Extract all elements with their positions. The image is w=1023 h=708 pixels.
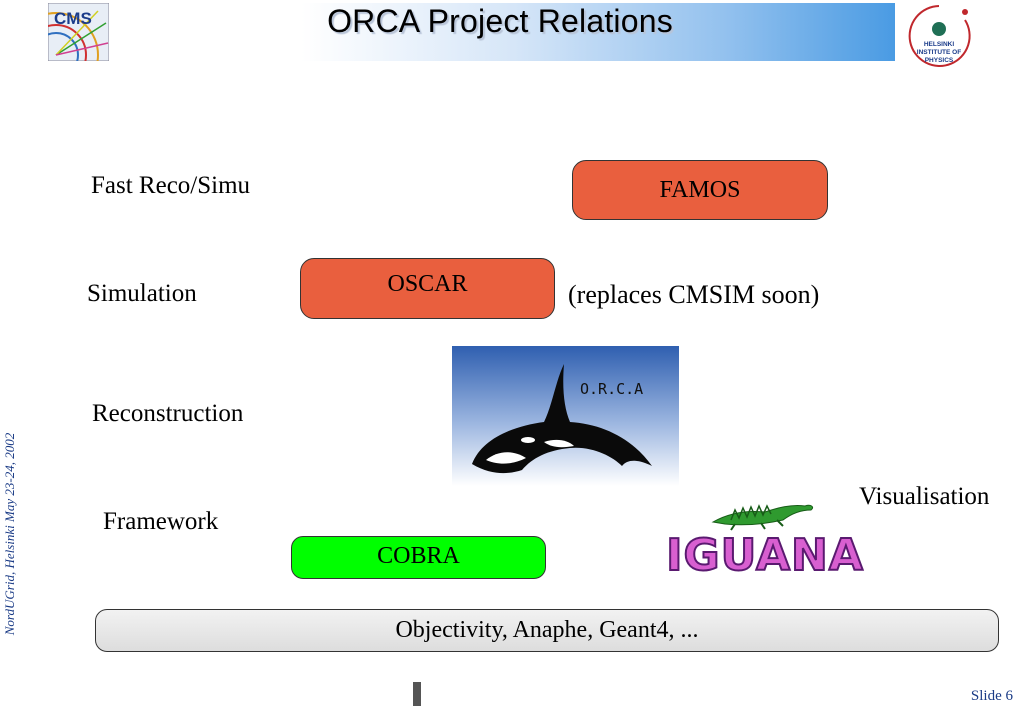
title-bar — [47, 3, 895, 61]
oscar-box: OSCAR — [300, 258, 555, 319]
oscar-note: (replaces CMSIM soon) — [568, 280, 820, 309]
iguana-logo: IGUANA — [665, 498, 865, 582]
footer-divider — [413, 682, 421, 706]
svg-text:HELSINKI: HELSINKI — [924, 41, 955, 48]
slide-number: Slide 6 — [970, 688, 1013, 704]
orca-whale-logo: O.R.C.A — [452, 346, 679, 486]
svg-text:INSTITUTE OF: INSTITUTE OF — [917, 49, 961, 56]
fast-reco-simu-label: Fast Reco/Simu — [91, 172, 251, 199]
reconstruction-label: Reconstruction — [92, 400, 244, 427]
svg-text:CMS: CMS — [54, 9, 92, 28]
cms-logo: CMS — [13, 2, 110, 98]
famos-box: FAMOS — [572, 160, 828, 220]
svg-text:PHYSICS: PHYSICS — [925, 57, 954, 64]
cobra-box: COBRA — [291, 536, 546, 579]
svg-text:O.R.C.A: O.R.C.A — [580, 380, 643, 398]
framework-label: Framework — [103, 508, 219, 535]
base-layer-box: Objectivity, Anaphe, Geant4, ... — [95, 609, 999, 652]
simulation-label: Simulation — [87, 280, 197, 307]
visualisation-label: Visualisation — [859, 483, 990, 510]
hip-logo: HELSINKI INSTITUTE OF PHYSICS — [903, 0, 975, 70]
svg-text:IGUANA: IGUANA — [666, 530, 864, 580]
page-title: ORCA Project Relations — [327, 3, 673, 39]
side-note: NordUGrid, Helsinki May 23-24, 2002 — [2, 432, 17, 636]
